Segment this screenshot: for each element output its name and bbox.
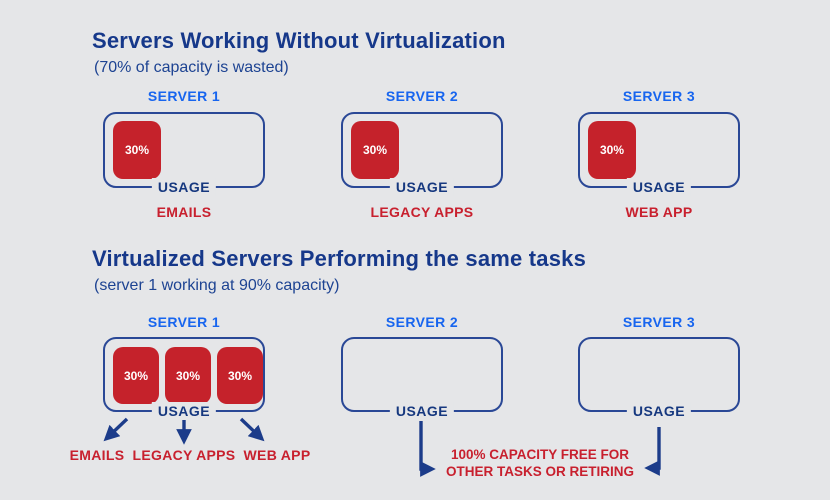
server2-box-top: 30% USAGE <box>341 112 503 196</box>
legacy-apps-label-bottom: LEGACY APPS <box>132 447 236 463</box>
usage-block-30: 30% <box>351 121 399 179</box>
section-without-title: Servers Working Without Virtualization <box>92 28 506 53</box>
server2-label-bottom: SERVER 2 <box>385 314 459 330</box>
free-capacity-note-line1: 100% CAPACITY FREE FOR <box>450 447 630 462</box>
section-virtualized-subtitle: (server 1 working at 90% capacity) <box>94 277 340 294</box>
arrow-to-emails-icon <box>103 417 129 442</box>
server3-box-top: 30% USAGE <box>578 112 740 196</box>
usage-block-30: 30% <box>217 347 263 404</box>
arrow-server3-to-note-icon <box>644 427 661 476</box>
usage-block-30: 30% <box>165 347 211 404</box>
server1-box-top: 30% USAGE <box>103 112 265 196</box>
server3-label-top: SERVER 3 <box>622 88 696 104</box>
server2-label-top: SERVER 2 <box>385 88 459 104</box>
server1-box-bottom: 30% 30% 30% USAGE <box>103 337 265 420</box>
usage-block-30: 30% <box>588 121 636 179</box>
usage-label: USAGE <box>389 178 455 196</box>
server1-label-top: SERVER 1 <box>147 88 221 104</box>
emails-label-bottom: EMAILS <box>69 447 125 463</box>
server2-app-label-top: LEGACY APPS <box>370 204 474 220</box>
usage-label: USAGE <box>626 178 692 196</box>
server1-label-bottom: SERVER 1 <box>147 314 221 330</box>
arrow-server2-to-note-icon <box>419 421 436 477</box>
section-virtualized-title: Virtualized Servers Performing the same … <box>92 246 587 271</box>
web-app-label-bottom: WEB APP <box>243 447 311 463</box>
server3-box-bottom: USAGE <box>578 337 740 420</box>
free-capacity-note-line2: OTHER TASKS OR RETIRING <box>445 464 635 479</box>
usage-label: USAGE <box>151 178 217 196</box>
server3-label-bottom: SERVER 3 <box>622 314 696 330</box>
usage-block-30: 30% <box>113 347 159 404</box>
usage-label: USAGE <box>151 402 217 420</box>
server1-app-label-top: EMAILS <box>156 204 212 220</box>
server2-box-bottom: USAGE <box>341 337 503 420</box>
usage-label: USAGE <box>389 402 455 420</box>
usage-block-30: 30% <box>113 121 161 179</box>
arrow-to-web-app-icon <box>239 417 265 442</box>
usage-label: USAGE <box>626 402 692 420</box>
section-without-subtitle: (70% of capacity is wasted) <box>94 59 289 76</box>
server3-app-label-top: WEB APP <box>625 204 693 220</box>
